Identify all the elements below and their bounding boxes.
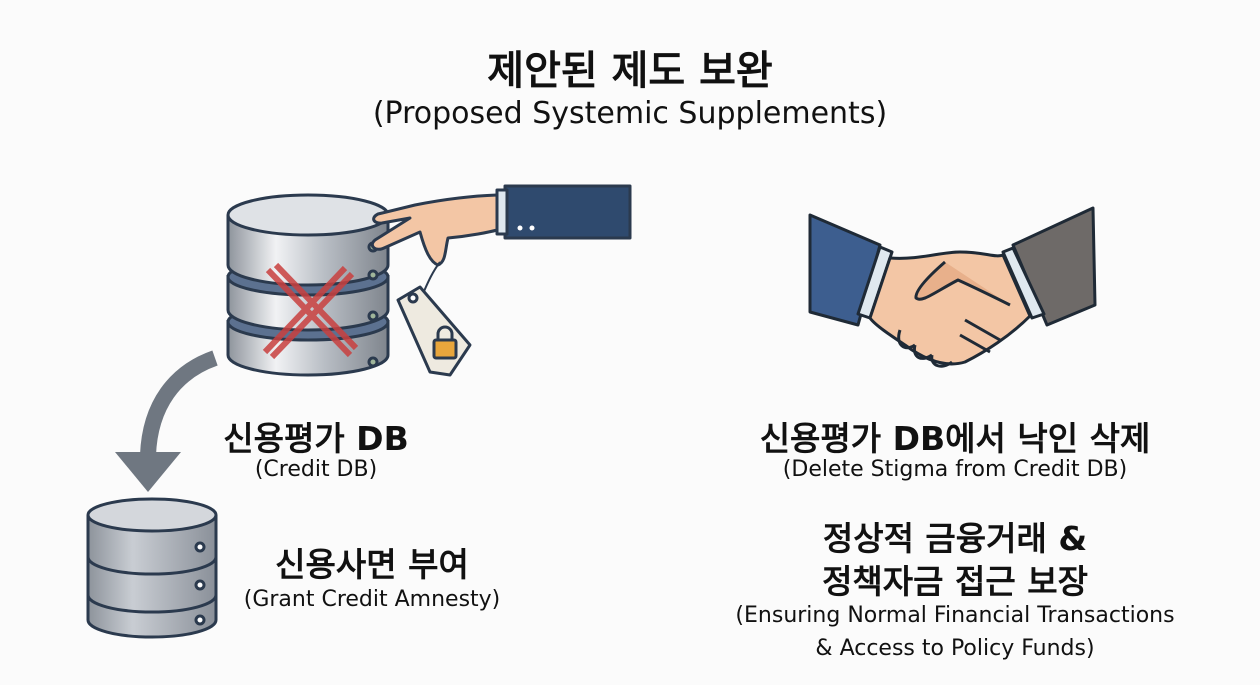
ensure-label-line1: 정상적 금융거래 & (822, 519, 1088, 558)
page-subtitle: (Proposed Systemic Supplements) (372, 96, 888, 131)
credit-db-sublabel: (Credit DB) (254, 457, 378, 482)
amnesty-database-icon (86, 497, 218, 639)
ensure-label-line2: 정책자금 접근 보장 (822, 562, 1088, 601)
hand-removing-tag-icon (370, 184, 632, 377)
page-title: 제안된 제도 보완 (487, 48, 773, 94)
curved-arrow-icon (115, 350, 218, 492)
red-x-mark-icon (262, 262, 359, 360)
delete-stigma-label: 신용평가 DB에서 낙인 삭제 (759, 419, 1151, 458)
delete-stigma-sublabel: (Delete Stigma from Credit DB) (782, 457, 1128, 482)
ensure-sublabel-line2: & Access to Policy Funds) (815, 636, 1095, 661)
credit-db-label: 신용평가 DB (223, 419, 409, 458)
credit-database-icon (226, 193, 390, 377)
amnesty-label: 신용사면 부여 (275, 545, 469, 584)
handshake-icon (808, 206, 1097, 368)
amnesty-sublabel: (Grant Credit Amnesty) (243, 587, 501, 612)
ensure-sublabel-line1: (Ensuring Normal Financial Transactions (735, 603, 1175, 628)
